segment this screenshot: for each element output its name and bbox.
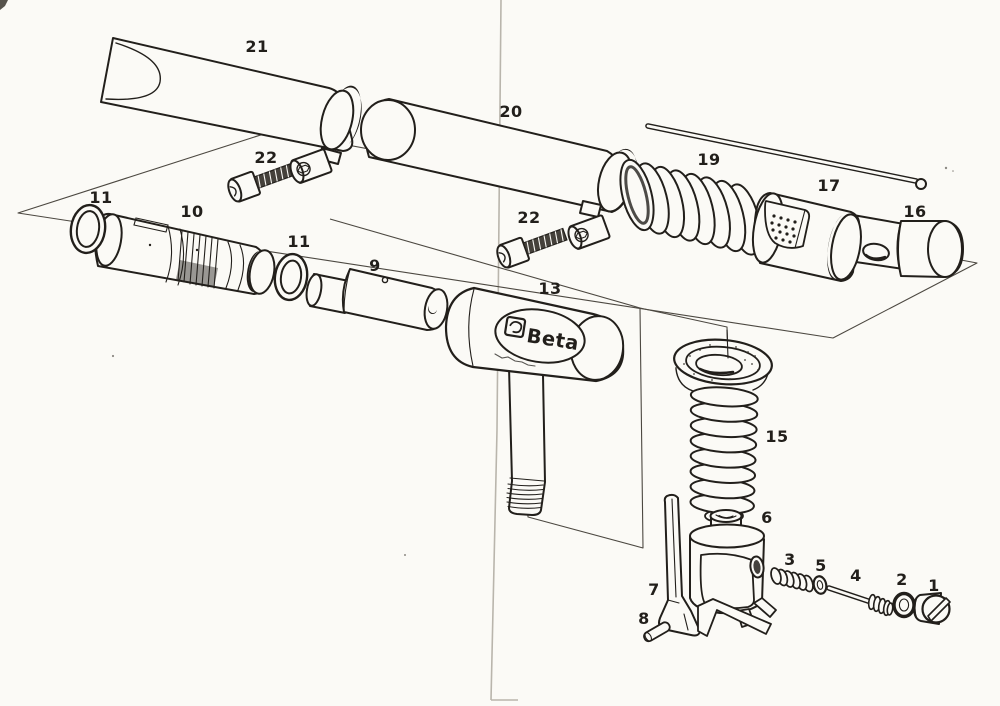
flange [165,225,185,286]
part-label-22-upper: 22 [254,148,277,167]
part-label-2: 2 [896,570,908,589]
sleeve-socket-mouth [830,213,862,281]
cap-end-face [927,220,963,278]
part-label-10: 10 [180,202,203,221]
part-label-7: 7 [648,580,660,599]
perforated-window [764,200,811,249]
part-label-21: 21 [245,37,268,56]
part-17-sleeve [751,192,862,282]
scan-specks [0,0,954,556]
handle-shaft [508,366,546,516]
part-label-17: 17 [817,176,840,195]
vent-hole [381,276,389,284]
part-4-valve-stem [826,585,894,617]
part-22-screw-lower [496,214,611,269]
part-label-11-right: 11 [287,232,310,251]
shaft-threads [506,483,544,509]
barrel-mouth [248,249,276,295]
part-19-spring [619,158,762,256]
part-16-end-cap [846,214,964,278]
part-21-chisel [100,37,362,165]
part-3-small-spring [770,567,814,593]
part-label-20: 20 [499,102,522,121]
part-label-22-lower: 22 [517,208,540,227]
piston-end-face [423,288,449,330]
flat-notch [133,217,169,233]
threads [177,230,219,289]
part-label-19: 19 [697,150,720,169]
ferrule [567,214,611,250]
leader-into-funnel [726,329,729,359]
part-11-oring-left [69,203,107,255]
part-label-4: 4 [850,566,862,585]
part-6-valve-body [689,509,777,628]
collar-grooves [225,241,245,291]
part-label-8: 8 [638,609,650,628]
cylinder-end-cap [360,99,416,161]
part-rod [645,123,927,190]
part-label-9: 9 [369,256,381,275]
part-10-barrel [94,212,276,295]
part-label-6: 6 [761,508,773,527]
front-facet [699,552,755,610]
part-8-pin [643,621,671,643]
part-label-16: 16 [903,202,926,221]
part-label-5: 5 [815,556,827,575]
screw-slot [927,597,951,622]
pawl [697,598,772,637]
part-labels: 21 22 20 19 17 16 22 11 10 11 9 13 15 6 … [89,37,939,628]
part-7-trigger-lever [658,493,772,637]
part-9-piston [305,268,449,331]
part-5-washer [812,575,828,595]
part-1-screw-plug [913,592,951,625]
part-22-screw-upper [227,148,333,203]
part-label-1: 1 [928,576,940,595]
screw-boss [579,200,602,218]
part-label-3: 3 [784,550,796,569]
ferrule [289,148,333,184]
part-15-bellows [673,329,773,524]
background-plane-outline [17,130,978,339]
part-label-11-left: 11 [89,188,112,207]
chisel-socket-mouth [319,89,355,151]
part-2-oring [892,591,916,619]
part-11-oring-right [273,252,309,302]
part-label-15: 15 [765,427,788,446]
part-label-13: 13 [538,279,561,298]
embossed-marking [494,353,536,367]
chisel-ground-face [105,42,161,101]
part-13-handle: Beta [444,286,625,516]
